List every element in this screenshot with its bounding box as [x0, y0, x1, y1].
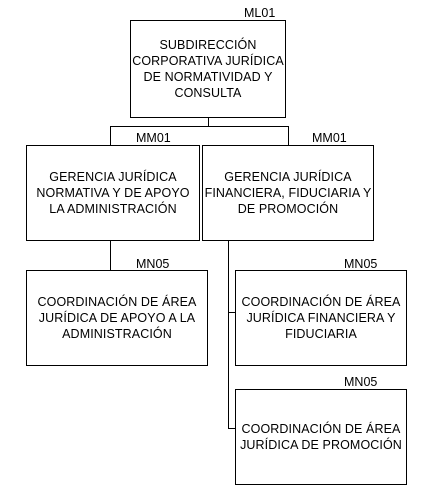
node-gerencia-financiera: GERENCIA JURÍDICA FINANCIERA, FIDUCIARIA…: [202, 145, 374, 241]
code-gerencia-normativa: MM01: [136, 131, 171, 145]
node-coord-promocion: COORDINACIÓN DE ÁREA JURÍDICA DE PROMOCI…: [235, 389, 407, 485]
code-coord-financiera: MN05: [344, 257, 378, 271]
node-gerencia-normativa: GERENCIA JURÍDICA NORMATIVA Y DE APOYO L…: [26, 145, 200, 241]
connector-to-coord-apoyo: [110, 241, 111, 270]
node-coord-apoyo: COORDINACIÓN DE ÁREA JURÍDICA DE APOYO A…: [26, 270, 208, 366]
connector-financiera-trunk: [228, 241, 229, 428]
node-coord-promocion-label: COORDINACIÓN DE ÁREA JURÍDICA DE PROMOCI…: [240, 422, 402, 452]
node-coord-financiera-label: COORDINACIÓN DE ÁREA JURÍDICA FINANCIERA…: [241, 295, 401, 341]
code-root: ML01: [244, 6, 276, 20]
connector-to-coord-financiera: [228, 312, 235, 313]
node-subdireccion: SUBDIRECCIÓN CORPORATIVA JURÍDICA DE NOR…: [130, 20, 286, 118]
node-subdireccion-label: SUBDIRECCIÓN CORPORATIVA JURÍDICA DE NOR…: [132, 38, 284, 100]
node-gerencia-financiera-label: GERENCIA JURÍDICA FINANCIERA, FIDUCIARIA…: [204, 170, 372, 216]
connector-root-down: [208, 118, 209, 126]
code-coord-apoyo: MN05: [136, 257, 170, 271]
node-coord-financiera: COORDINACIÓN DE ÁREA JURÍDICA FINANCIERA…: [235, 270, 407, 366]
code-gerencia-financiera: MM01: [312, 131, 347, 145]
node-gerencia-normativa-label: GERENCIA JURÍDICA NORMATIVA Y DE APOYO L…: [36, 170, 190, 216]
connector-to-gerencia-normativa: [110, 126, 111, 145]
node-coord-apoyo-label: COORDINACIÓN DE ÁREA JURÍDICA DE APOYO A…: [37, 295, 197, 341]
connector-to-coord-promocion: [228, 428, 235, 429]
connector-to-gerencia-financiera: [288, 126, 289, 145]
code-coord-promocion: MN05: [344, 375, 378, 389]
connector-branch-horizontal: [110, 126, 288, 127]
